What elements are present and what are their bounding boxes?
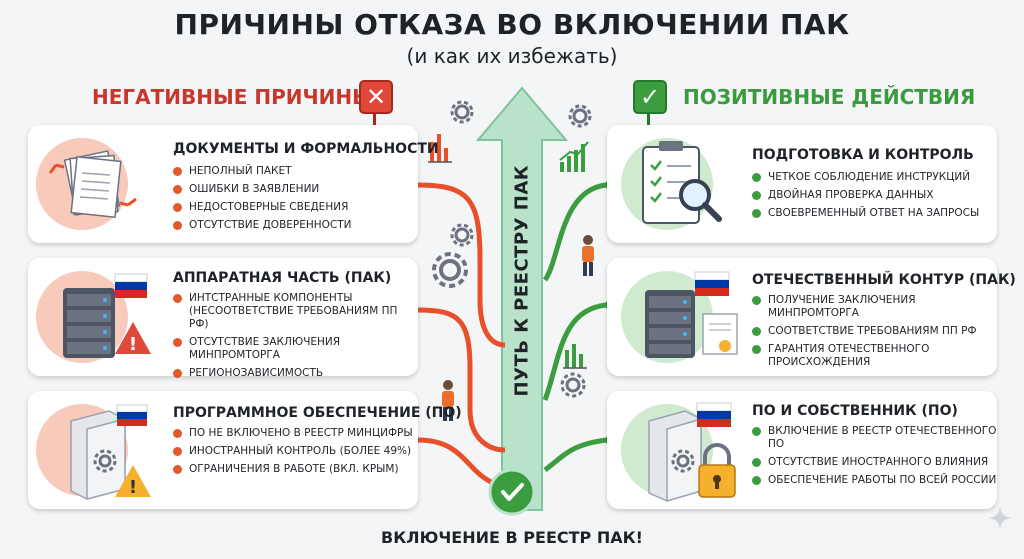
card-title: АППАРАТНАЯ ЧАСТЬ (ПАК) [173, 270, 392, 286]
positive-heading: ПОЗИТИВНЫЕ ДЕЙСТВИЯ [683, 85, 976, 109]
flag-icon [114, 273, 148, 298]
positive-card-software-owner: ПО И СОБСТВЕННИК (ПО) ВКЛЮЧЕНИЕ В РЕЕСТР… [607, 391, 997, 509]
gear-icon [560, 372, 586, 398]
growth-chart-icon [559, 141, 589, 172]
server-certificate-icon [645, 271, 738, 358]
page-title: ПРИЧИНЫ ОТКАЗА ВО ВКЛЮЧЕНИИ ПАК [174, 8, 850, 41]
flag-icon [694, 271, 730, 296]
list-item: ОТСУТСТВИЕ ЗАКЛЮЧЕНИЯ МИНПРОМТОРГА [173, 336, 415, 362]
server-icon: ! [63, 273, 151, 358]
red-curve-1 [417, 182, 506, 348]
list-item: СВОЕВРЕМЕННЫЙ ОТВЕТ НА ЗАПРОСЫ [752, 207, 992, 220]
main-arrow [475, 86, 569, 511]
positive-card-preparation: ПОДГОТОВКА И КОНТРОЛЬ ЧЕТКОЕ СОБЛЮДЕНИЕ … [607, 125, 997, 243]
list-item: СООТВЕТСТВИЕ ТРЕБОВАНИЯМ ПП РФ [752, 325, 992, 338]
flag-icon [696, 402, 732, 427]
checkmark-icon: ✓ [633, 80, 667, 114]
list-item: ОБЕСПЕЧЕНИЕ РАБОТЫ ПО ВСЕЙ РОССИИ [752, 474, 997, 487]
red-curve-2 [417, 307, 506, 453]
gear-icon [671, 449, 695, 473]
card-title: ПО И СОБСТВЕННИК (ПО) [752, 403, 958, 419]
svg-text:!: ! [129, 334, 137, 355]
bullet-list: ПО НЕ ВКЛЮЧЕНО В РЕЕСТР МИНЦИФРЫ ИНОСТРА… [173, 427, 413, 481]
bar-chart-icon [428, 134, 452, 163]
negative-card-hardware: ! АППАРАТНАЯ ЧАСТЬ (ПАК) ИНТСТРАННЫЕ КОМ… [28, 258, 418, 379]
list-item: ИНТСТРАННЫЕ КОМПОНЕНТЫ (НЕСООТВЕТСТВИЕ Т… [173, 292, 415, 331]
person-icon [582, 235, 594, 276]
bullet-list: НЕПОЛНЫЙ ПАКЕТ ОШИБКИ В ЗАЯВЛЕНИИ НЕДОСТ… [173, 165, 413, 237]
gear-icon [432, 252, 468, 288]
list-item: ВКЛЮЧЕНИЕ В РЕЕСТР ОТЕЧЕСТВЕННОГО ПО [752, 425, 997, 451]
bullet-list: ЧЕТКОЕ СОБЛЮДЕНИЕ ИНСТРУКЦИЙ ДВОЙНАЯ ПРО… [752, 171, 992, 225]
card-title: ДОКУМЕНТЫ И ФОРМАЛЬНОСТИ [173, 141, 439, 157]
negative-card-documents: ДОКУМЕНТЫ И ФОРМАЛЬНОСТИ НЕПОЛНЫЙ ПАКЕТ … [28, 125, 439, 243]
software-box-icon: ! [70, 404, 151, 500]
bullet-list: ИНТСТРАННЫЕ КОМПОНЕНТЫ (НЕСООТВЕТСТВИЕ Т… [173, 292, 415, 385]
green-curve-1 [542, 182, 607, 282]
card-title: ПРОГРАММНОЕ ОБЕСПЕЧЕНИЕ (ПО) [173, 405, 462, 421]
bullet-list: ПОЛУЧЕНИЕ ЗАКЛЮЧЕНИЯ МИНПРОМТОРГА СООТВЕ… [752, 294, 992, 374]
page-subtitle: (и как их избежать) [406, 44, 618, 68]
lock-icon [698, 443, 736, 498]
card-title: ПОДГОТОВКА И КОНТРОЛЬ [752, 147, 974, 163]
badge-stem [647, 114, 650, 128]
list-item: ОГРАНИЧЕНИЯ В РАБОТЕ (ВКЛ. КРЫМ) [173, 463, 413, 476]
footer-caption: ВКЛЮЧЕНИЕ В РЕЕСТР ПАК! [381, 528, 643, 547]
x-mark-icon: ✕ [359, 80, 393, 114]
gear-icon [93, 449, 117, 473]
list-item: НЕДОСТОВЕРНЫЕ СВЕДЕНИЯ [173, 201, 413, 214]
documents-icon [48, 150, 137, 218]
list-item: НЕПОЛНЫЙ ПАКЕТ [173, 165, 413, 178]
green-curve-2 [542, 302, 607, 401]
certificate-icon [702, 313, 738, 355]
bullet-list: ВКЛЮЧЕНИЕ В РЕЕСТР ОТЕЧЕСТВЕННОГО ПО ОТС… [752, 425, 997, 492]
person-icon [442, 380, 454, 421]
sparkle-icon [988, 506, 1012, 530]
green-curve-3 [543, 437, 607, 472]
list-item: ГАРАНТИЯ ОТЕЧЕСТВЕННОГО ПРОИСХОЖДЕНИЯ [752, 343, 992, 369]
gear-icon [450, 223, 474, 247]
gear-icon [450, 100, 474, 124]
negative-heading: НЕГАТИВНЫЕ ПРИЧИНЫ [92, 85, 373, 109]
list-item: ИНОСТРАННЫЙ КОНТРОЛЬ (БОЛЕЕ 49%) [173, 445, 413, 458]
card-title: ОТЕЧЕСТВЕННЫЙ КОНТУР (ПАК) [752, 272, 1016, 288]
positive-card-domestic: ОТЕЧЕСТВЕННЫЙ КОНТУР (ПАК) ПОЛУЧЕНИЕ ЗАК… [607, 258, 1016, 376]
list-item: ДВОЙНАЯ ПРОВЕРКА ДАННЫХ [752, 189, 992, 202]
success-check-icon [488, 468, 536, 516]
gear-icon [568, 104, 592, 128]
list-item: ЧЕТКОЕ СОБЛЮДЕНИЕ ИНСТРУКЦИЙ [752, 171, 992, 184]
list-item: ОШИБКИ В ЗАЯВЛЕНИИ [173, 183, 413, 196]
bar-chart-icon [563, 344, 587, 369]
negative-card-software: ! ПРОГРАММНОЕ ОБЕСПЕЧЕНИЕ (ПО) ПО НЕ ВКЛ… [28, 391, 462, 509]
software-lock-icon [648, 402, 736, 503]
path-label: ПУТЬ К РЕЕСТРУ ПАК [511, 164, 533, 397]
list-item: ОТСУТСТВИЕ ИНОСТРАННОГО ВЛИЯНИЯ [752, 456, 997, 469]
list-item: ПОЛУЧЕНИЕ ЗАКЛЮЧЕНИЯ МИНПРОМТОРГА [752, 294, 992, 320]
flag-icon [116, 404, 148, 426]
list-item: ПО НЕ ВКЛЮЧЕНО В РЕЕСТР МИНЦИФРЫ [173, 427, 413, 440]
magnifier-icon [679, 179, 722, 222]
svg-text:!: ! [129, 477, 137, 498]
clipboard-checklist-icon [642, 141, 722, 224]
list-item: ОТСУТСТВИЕ ДОВЕРЕННОСТИ [173, 219, 413, 232]
list-item: РЕГИОНОЗАВИСИМОСТЬ [173, 367, 415, 380]
badge-stem [373, 114, 376, 128]
